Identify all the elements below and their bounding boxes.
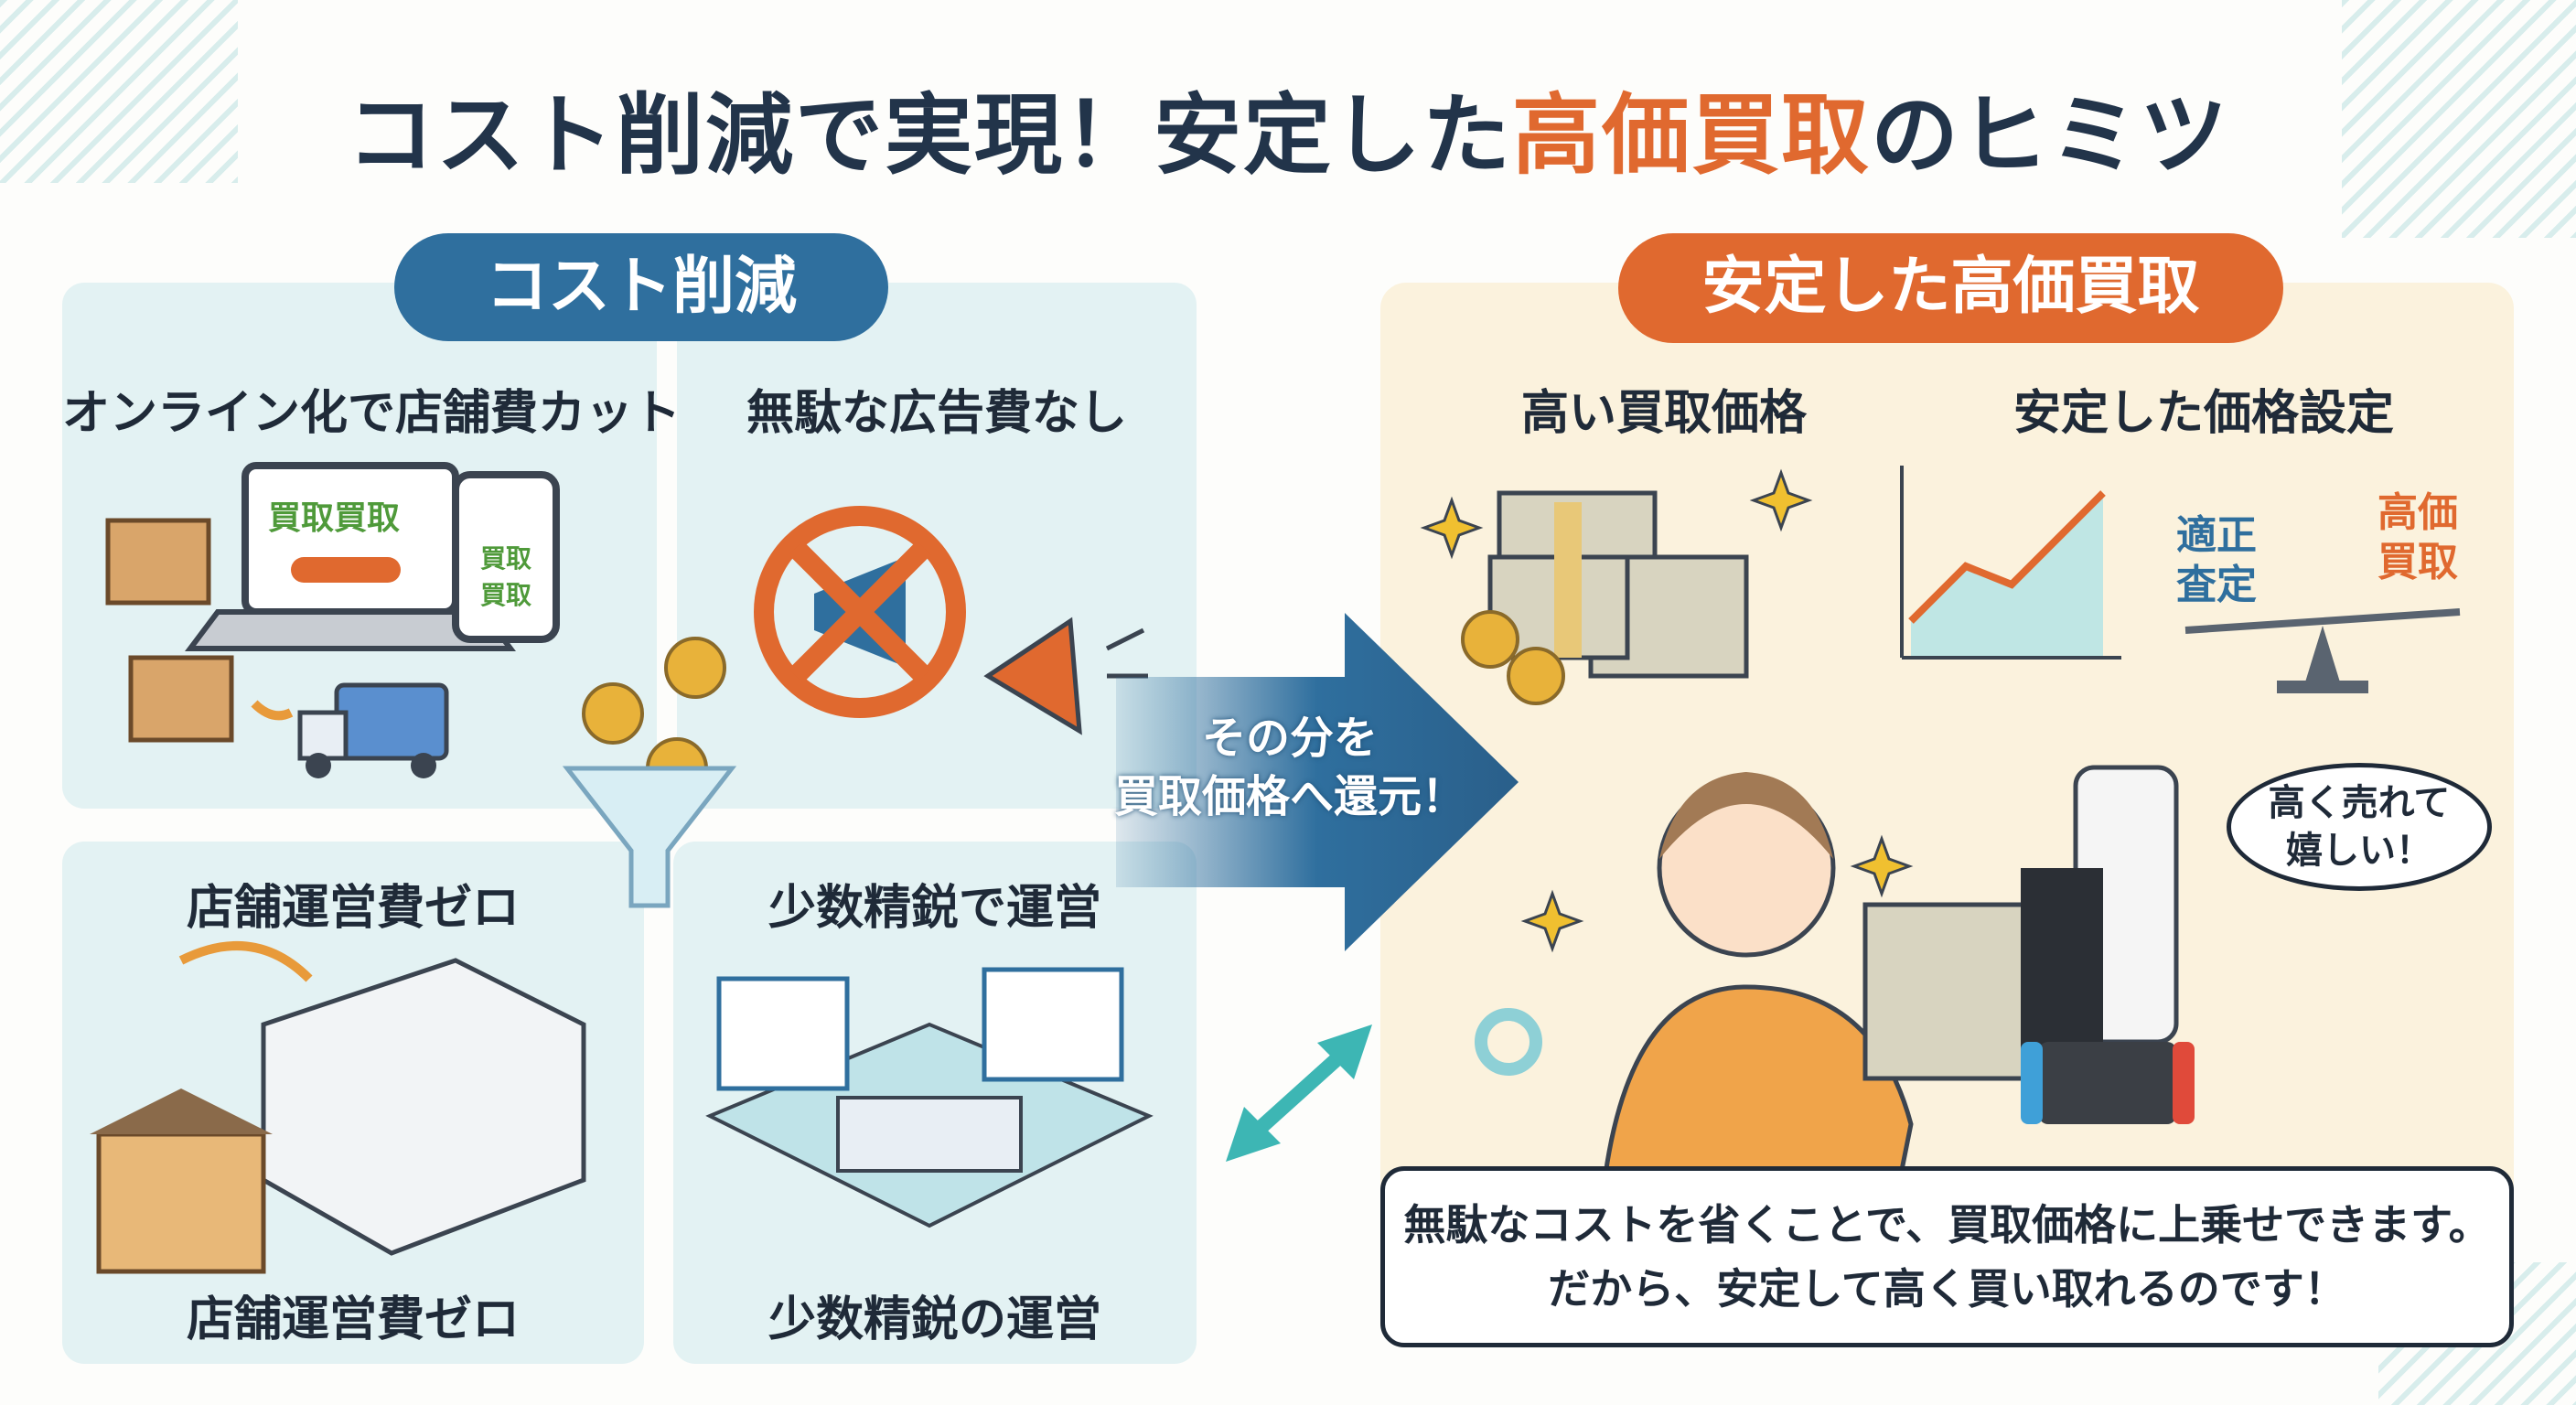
office-isometric-illustration	[90, 941, 586, 1274]
arrow-text-line1: その分を	[1201, 713, 1378, 764]
coin-funnel-illustration	[562, 637, 737, 908]
title-part2: のヒミツ	[1871, 84, 2229, 187]
phone-screen-text: 買取 買取	[479, 543, 531, 610]
speech-text: 高く売れて 嬉しい！	[2268, 782, 2451, 872]
balance-label-fair: 適正 査定	[2176, 512, 2257, 608]
cost-reduction-pill: コスト削減	[394, 233, 888, 341]
message-box: 無駄なコストを省くことで、買取価格に上乗せできます。 だから、安定して高く買い取…	[1380, 1166, 2514, 1347]
quad-team-label-bottom: 少数精鋭の運営	[767, 1292, 1101, 1347]
message-line1: 無駄なコストを省くことで、買取価格に上乗せできます。	[1403, 1200, 2491, 1249]
money-stacks-illustration	[1461, 490, 1749, 705]
decor-stripes-topleft	[0, 0, 238, 183]
customer-speech-bubble: 高く売れて 嬉しい！	[2227, 763, 2492, 891]
arrow-text: その分を 買取価格へ還元！	[1089, 709, 1491, 826]
quad-no-ads: 無駄な広告費なし	[677, 283, 1197, 809]
stable-high-price-pill: 安定した高価買取	[1618, 233, 2283, 343]
flow-arrow	[1116, 613, 1519, 951]
team-office-illustration	[705, 967, 1154, 1228]
cost-reduction-panel: オンライン化で店舗費カット 買取買取 買取 買取 無駄な広告費なし	[62, 283, 1197, 1364]
quad-no-store-cost: 店舗運営費ゼロ 店舗運営費ゼロ	[62, 842, 644, 1364]
title-part1: コスト削減で実現！安定した	[347, 84, 1512, 187]
stable-high-price-panel: 高い買取価格 安定した価格設定 適正 査定 高価 買取 高く売れて 嬉しい	[1380, 283, 2514, 1347]
online-illustration	[105, 462, 560, 778]
arrow-text-line2: 買取価格へ還元！	[1113, 771, 1465, 822]
page-title: コスト削減で実現！安定した高価買取のヒミツ	[0, 64, 2576, 191]
rising-price-chart-icon	[1900, 466, 2121, 660]
quad-no-ads-label: 無駄な広告費なし	[746, 386, 1127, 441]
stable-pricing-label: 安定した価格設定	[2012, 386, 2394, 441]
quad-online: オンライン化で店舗費カット 買取買取 買取 買取	[62, 283, 682, 809]
decor-stripes-topright	[2342, 0, 2576, 238]
double-arrow-icon	[1226, 1024, 1372, 1162]
title-highlight: 高価買取	[1512, 84, 1871, 187]
message-line2: だから、安定して高く買い取れるのです！	[1548, 1264, 2346, 1314]
quad-store-label-bottom: 店舗運営費ゼロ	[186, 1292, 520, 1347]
no-ads-megaphone-icon	[754, 506, 1148, 735]
balance-label-high: 高価 買取	[2377, 489, 2458, 585]
quad-store-label-top: 店舗運営費ゼロ	[186, 881, 520, 936]
high-price-label: 高い買取価格	[1520, 386, 1807, 441]
balance-scale-icon	[2184, 608, 2461, 693]
quad-team-label-top: 少数精鋭で運営	[767, 881, 1101, 936]
quad-small-team: 少数精鋭で運営 少数精鋭の運営	[673, 842, 1197, 1364]
laptop-screen-text: 買取買取	[268, 499, 401, 537]
quad-online-label: オンライン化で店舗費カット	[62, 386, 682, 441]
sparkle-icons	[1420, 468, 1914, 1076]
